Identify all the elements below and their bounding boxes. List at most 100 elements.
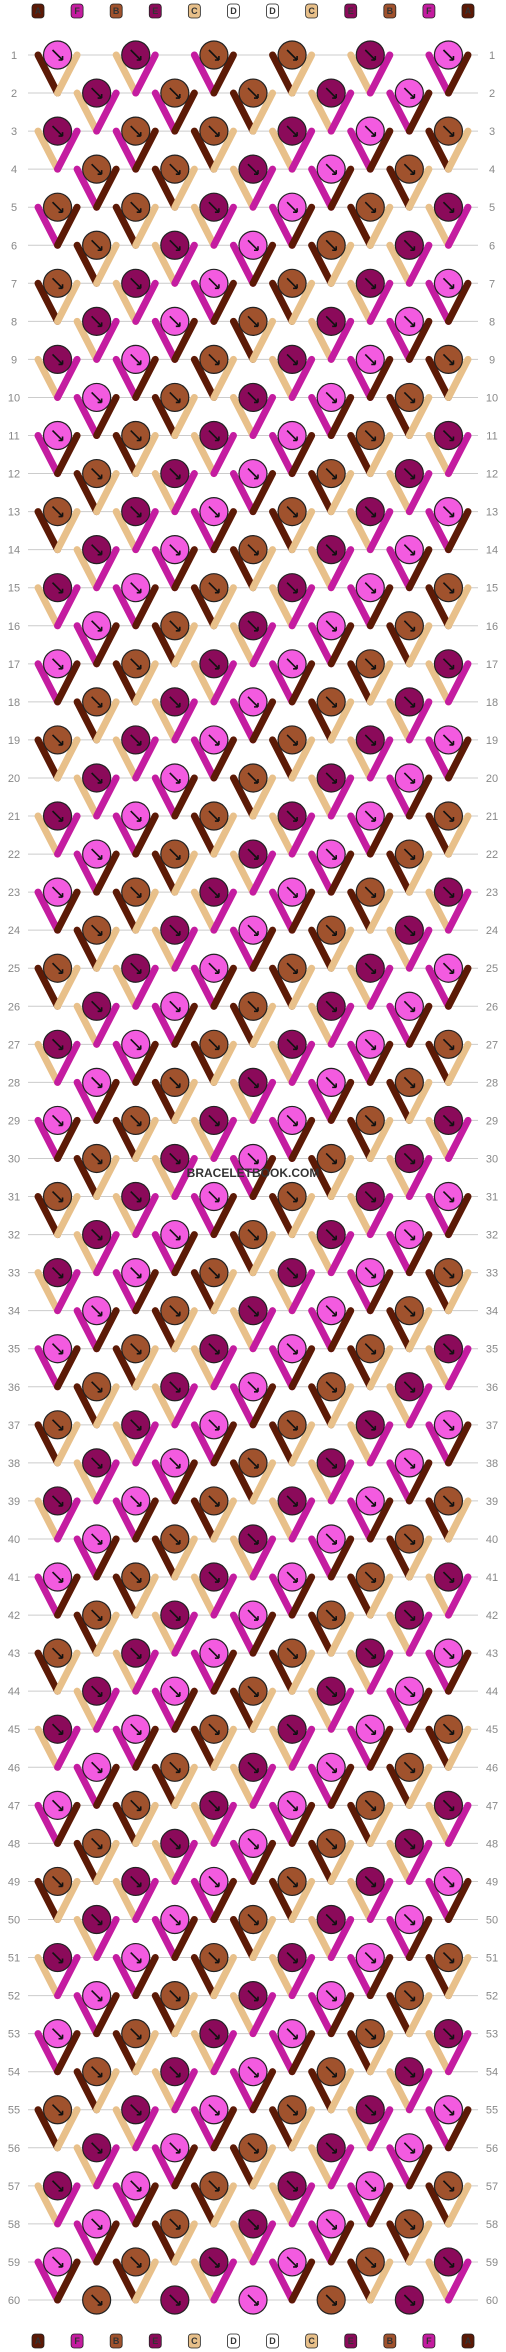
arrow-icon xyxy=(169,1609,181,1621)
row-number-right: 21 xyxy=(486,811,498,823)
strand-segment xyxy=(444,1497,472,1543)
strand-segment xyxy=(210,1345,237,1391)
row-number-right: 5 xyxy=(489,202,495,214)
knot xyxy=(121,801,151,831)
strand-segment xyxy=(308,1915,335,1962)
knot xyxy=(121,573,151,603)
arrow-icon xyxy=(325,163,337,175)
strand-segment xyxy=(366,2182,394,2228)
strand-segment xyxy=(425,1497,452,1543)
arrow-icon xyxy=(51,2180,64,2192)
strand-segment xyxy=(210,508,237,554)
knot xyxy=(316,1676,346,1706)
strand-segment xyxy=(210,736,237,782)
arrow-icon xyxy=(364,1647,376,1659)
strand-segment xyxy=(249,393,277,440)
strand-segment xyxy=(327,1611,355,1657)
arrow-icon xyxy=(130,277,142,289)
strand-letter-bottom: B xyxy=(387,2336,394,2346)
knot xyxy=(160,2209,190,2239)
knot xyxy=(433,1410,464,1440)
row-number-right: 57 xyxy=(486,2181,498,2193)
strand-segment xyxy=(347,736,374,782)
arrow-icon xyxy=(442,429,455,442)
strand-segment xyxy=(190,203,218,249)
strand-segment xyxy=(210,2182,237,2228)
strand-segment xyxy=(112,2258,140,2304)
strand-segment xyxy=(54,432,81,478)
strand-tab-bottom xyxy=(461,2333,475,2349)
strand-segment xyxy=(132,1193,159,1239)
strand-segment xyxy=(210,1649,237,1695)
row-number-right: 46 xyxy=(486,1762,498,1774)
knot xyxy=(199,801,229,831)
strand-segment xyxy=(132,432,159,478)
strand-segment xyxy=(34,1040,62,1086)
strand-segment xyxy=(269,1040,296,1086)
strand-segment xyxy=(93,1687,120,1733)
strand-segment xyxy=(132,127,159,173)
strand-segment xyxy=(327,393,355,440)
arrow-icon xyxy=(91,163,103,175)
knot xyxy=(82,306,112,336)
arrow-icon xyxy=(286,1799,298,1811)
strand-segment xyxy=(366,1649,394,1695)
strand-segment xyxy=(73,2220,101,2266)
knot xyxy=(160,1524,190,1554)
arrow-icon xyxy=(51,201,64,213)
row-number-left: 1 xyxy=(11,50,17,62)
knot xyxy=(82,230,112,260)
knot xyxy=(277,1638,307,1668)
strand-segment xyxy=(93,393,120,440)
strand-segment xyxy=(93,470,120,516)
arrow-icon xyxy=(442,582,455,594)
arrow-icon xyxy=(403,544,415,556)
knot xyxy=(238,230,268,260)
arrow-icon xyxy=(91,1685,103,1697)
strand-segment xyxy=(366,1877,394,1923)
strand-segment xyxy=(112,736,140,782)
knot xyxy=(82,1296,112,1326)
knot xyxy=(316,915,346,945)
row-number-left: 36 xyxy=(8,1382,20,1394)
strand-segment xyxy=(73,698,101,744)
strand-segment xyxy=(327,698,355,744)
strand-segment xyxy=(132,2030,159,2076)
row-number-left: 38 xyxy=(8,1458,20,1470)
arrow-icon xyxy=(364,810,376,822)
strand-segment xyxy=(93,317,120,363)
strand-segment xyxy=(249,1535,277,1581)
strand-segment xyxy=(288,2182,316,2228)
strand-segment xyxy=(73,1992,101,2038)
knot xyxy=(394,2133,424,2163)
arrow-icon xyxy=(403,239,415,251)
arrow-icon xyxy=(208,1647,220,1659)
strand-segment xyxy=(93,1535,120,1581)
knot xyxy=(316,2209,346,2239)
knot xyxy=(160,1980,190,2011)
strand-segment xyxy=(327,1231,355,1277)
knot xyxy=(160,991,190,1021)
strand-segment xyxy=(288,2106,316,2152)
strand-segment xyxy=(405,1383,433,1429)
strand-segment xyxy=(249,89,277,135)
strand-segment xyxy=(249,1992,277,2038)
row-number-left: 7 xyxy=(11,278,17,290)
strand-letter-bottom: D xyxy=(230,2336,237,2346)
row-number-right: 26 xyxy=(486,1001,498,1013)
knot xyxy=(316,1067,346,1097)
arrow-icon xyxy=(403,620,415,632)
arrow-icon xyxy=(442,2028,455,2040)
knot xyxy=(355,420,385,451)
strand-segment xyxy=(308,89,335,135)
strand-segment xyxy=(73,1078,101,1124)
arrow-icon xyxy=(208,49,220,61)
row-number-left: 29 xyxy=(8,1115,20,1127)
arrow-icon xyxy=(325,2142,337,2154)
strand-segment xyxy=(288,1345,316,1391)
arrow-icon xyxy=(403,848,415,860)
strand-segment xyxy=(347,279,374,325)
strand-segment xyxy=(327,317,355,363)
strand-segment xyxy=(73,1231,101,1277)
strand-segment xyxy=(73,1611,101,1657)
